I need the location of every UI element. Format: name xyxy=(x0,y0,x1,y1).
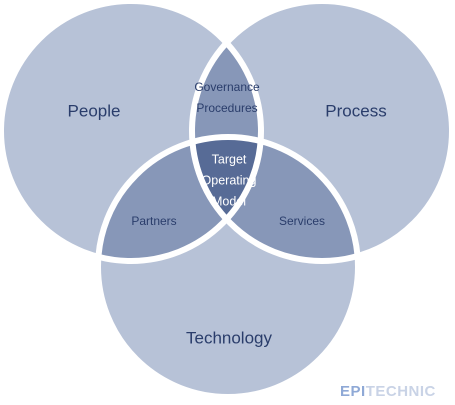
people-technology-overlap xyxy=(98,137,261,261)
technology-outline xyxy=(95,134,361,400)
target-label: Target xyxy=(212,152,247,166)
logo-part-epi: EPI xyxy=(340,383,366,400)
process-label: Process xyxy=(325,101,386,120)
process-outline xyxy=(189,0,455,264)
technology-label: Technology xyxy=(186,328,273,347)
operating-label: Operating xyxy=(202,173,257,187)
process-technology-overlap xyxy=(192,137,358,261)
logo-part-technic: TECHNIC xyxy=(365,383,436,400)
people-outline xyxy=(0,0,264,264)
epitechnic-logo: EPITECHNIC xyxy=(340,383,436,400)
people-label: People xyxy=(68,101,121,120)
services-label: Services xyxy=(279,214,325,228)
governance-label: Governance xyxy=(194,80,260,94)
model-label: Model xyxy=(212,194,246,208)
procedures-label: Procedures xyxy=(196,101,257,115)
partners-label: Partners xyxy=(131,214,176,228)
